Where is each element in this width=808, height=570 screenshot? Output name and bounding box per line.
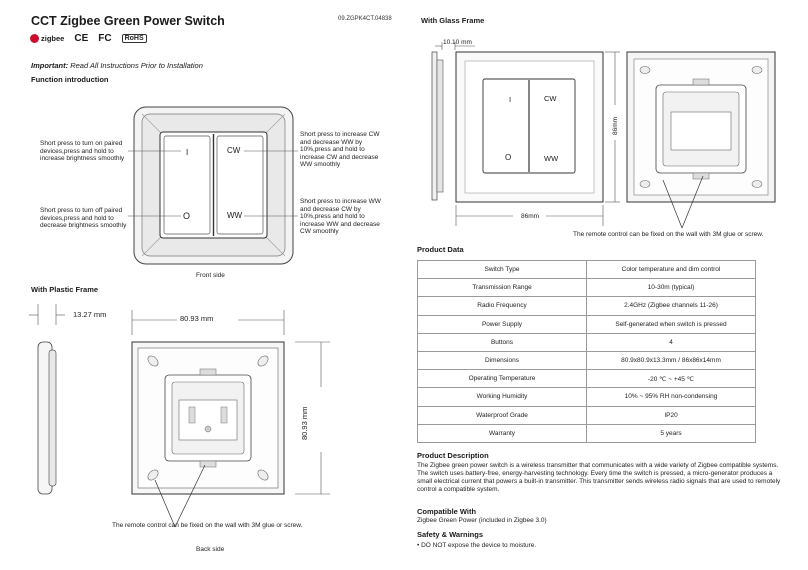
plastic-mounting-note: The remote control can be fixed on the w…	[112, 522, 303, 529]
spec-label: Radio Frequency	[417, 296, 587, 316]
front-side-drawing	[133, 106, 294, 265]
glass-mounting-note: The remote control can be fixed on the w…	[573, 231, 764, 238]
plastic-frame-heading: With Plastic Frame	[31, 285, 99, 294]
ce-logo: CE	[74, 33, 89, 44]
function-intro-heading: Function introduction	[31, 75, 109, 84]
spec-label: Operating Temperature	[417, 369, 587, 389]
zigbee-icon	[30, 34, 39, 43]
plastic-depth-dim: 13.27 mm	[73, 310, 107, 319]
spec-value: 10% ~ 95% RH non-condensing	[586, 387, 756, 407]
safety-heading: Safety & Warnings	[417, 530, 483, 539]
button-off-label: O	[183, 211, 191, 221]
note-off-button: Short press to turn off paired devices,p…	[40, 207, 127, 230]
spec-value: 4	[586, 332, 756, 352]
spec-label: Dimensions	[417, 350, 587, 371]
glass-width-dim: 86mm	[521, 213, 540, 220]
spec-value: 10-30m (typical)	[586, 278, 756, 298]
spec-value: 2.4GHz (Zigbee channels 11-26)	[586, 296, 756, 316]
spec-label: Buttons	[417, 332, 587, 352]
spec-value: IP20	[586, 405, 756, 425]
compatible-heading: Compatible With	[417, 507, 477, 516]
page-title: CCT Zigbee Green Power Switch	[31, 14, 225, 28]
zigbee-logo: zigbee	[30, 34, 64, 43]
plastic-width-dim: 80.93 mm	[180, 314, 214, 323]
glass-depth-dim: 10.10 mm	[443, 39, 472, 46]
button-on-label: I	[186, 148, 189, 157]
glass-height-dim: 86mm	[612, 116, 619, 135]
spec-label: Warranty	[417, 423, 587, 443]
spec-value: 5 years	[586, 423, 756, 443]
glass-button-on: I	[509, 95, 512, 104]
spec-value: 80.9x80.9x13.3mm / 86x86x14mm	[586, 350, 756, 371]
spec-label: Switch Type	[417, 259, 587, 280]
rohs-logo: RoHS	[121, 34, 147, 43]
glass-frame-drawing	[431, 42, 776, 229]
glass-button-off: O	[505, 153, 512, 162]
spec-label: Working Humidity	[417, 387, 587, 407]
right-rocker	[216, 135, 264, 235]
button-ww-label: WW	[227, 211, 243, 220]
spec-value: -20 ℃ ~ +45 ℃	[586, 369, 756, 389]
left-rocker	[163, 135, 211, 235]
plastic-frame-drawing	[29, 304, 330, 528]
glass-button-cw: CW	[544, 94, 557, 103]
certification-logos: zigbee CE FC RoHS	[30, 33, 147, 44]
glass-frame-heading: With Glass Frame	[421, 16, 485, 25]
note-cw-button: Short press to increase CW and decrease …	[300, 131, 380, 169]
plastic-height-dim: 80.93 mm	[300, 406, 309, 440]
spec-label: Transmission Range	[417, 278, 587, 298]
button-cw-label: CW	[227, 146, 241, 155]
important-prefix: Important:	[31, 61, 69, 70]
glass-button-ww: WW	[544, 154, 559, 163]
spec-value: Color temperature and dim control	[586, 259, 756, 280]
front-side-caption: Front side	[196, 272, 225, 279]
compatible-text: Zigbee Green Power (included in Zigbee 3…	[417, 517, 547, 524]
fcc-logo: FC	[98, 33, 112, 44]
spec-value: Self-generated when switch is pressed	[586, 314, 756, 334]
product-data-heading: Product Data	[417, 245, 464, 254]
important-notice: Important: Read All Instructions Prior t…	[31, 61, 203, 70]
table-row: Operating Temperature-20 ℃ ~ +45 ℃	[417, 369, 756, 389]
description-text: The Zigbee green power switch is a wirel…	[417, 462, 781, 493]
document-code: 09.ZGPK4CT.04838	[338, 16, 392, 22]
note-on-button: Short press to turn on paired devices,pr…	[40, 140, 125, 163]
safety-item: • DO NOT expose the device to moisture.	[417, 542, 537, 549]
important-text: Read All Instructions Prior to Installat…	[70, 61, 203, 70]
description-heading: Product Description	[417, 451, 489, 460]
glass-side-profile	[431, 51, 438, 201]
spec-label: Power Supply	[417, 314, 587, 334]
spec-label: Waterproof Grade	[417, 405, 587, 425]
note-ww-button: Short press to increase WW and decrease …	[300, 198, 381, 236]
back-side-caption: Back side	[196, 546, 225, 553]
zigbee-logo-text: zigbee	[41, 34, 65, 43]
